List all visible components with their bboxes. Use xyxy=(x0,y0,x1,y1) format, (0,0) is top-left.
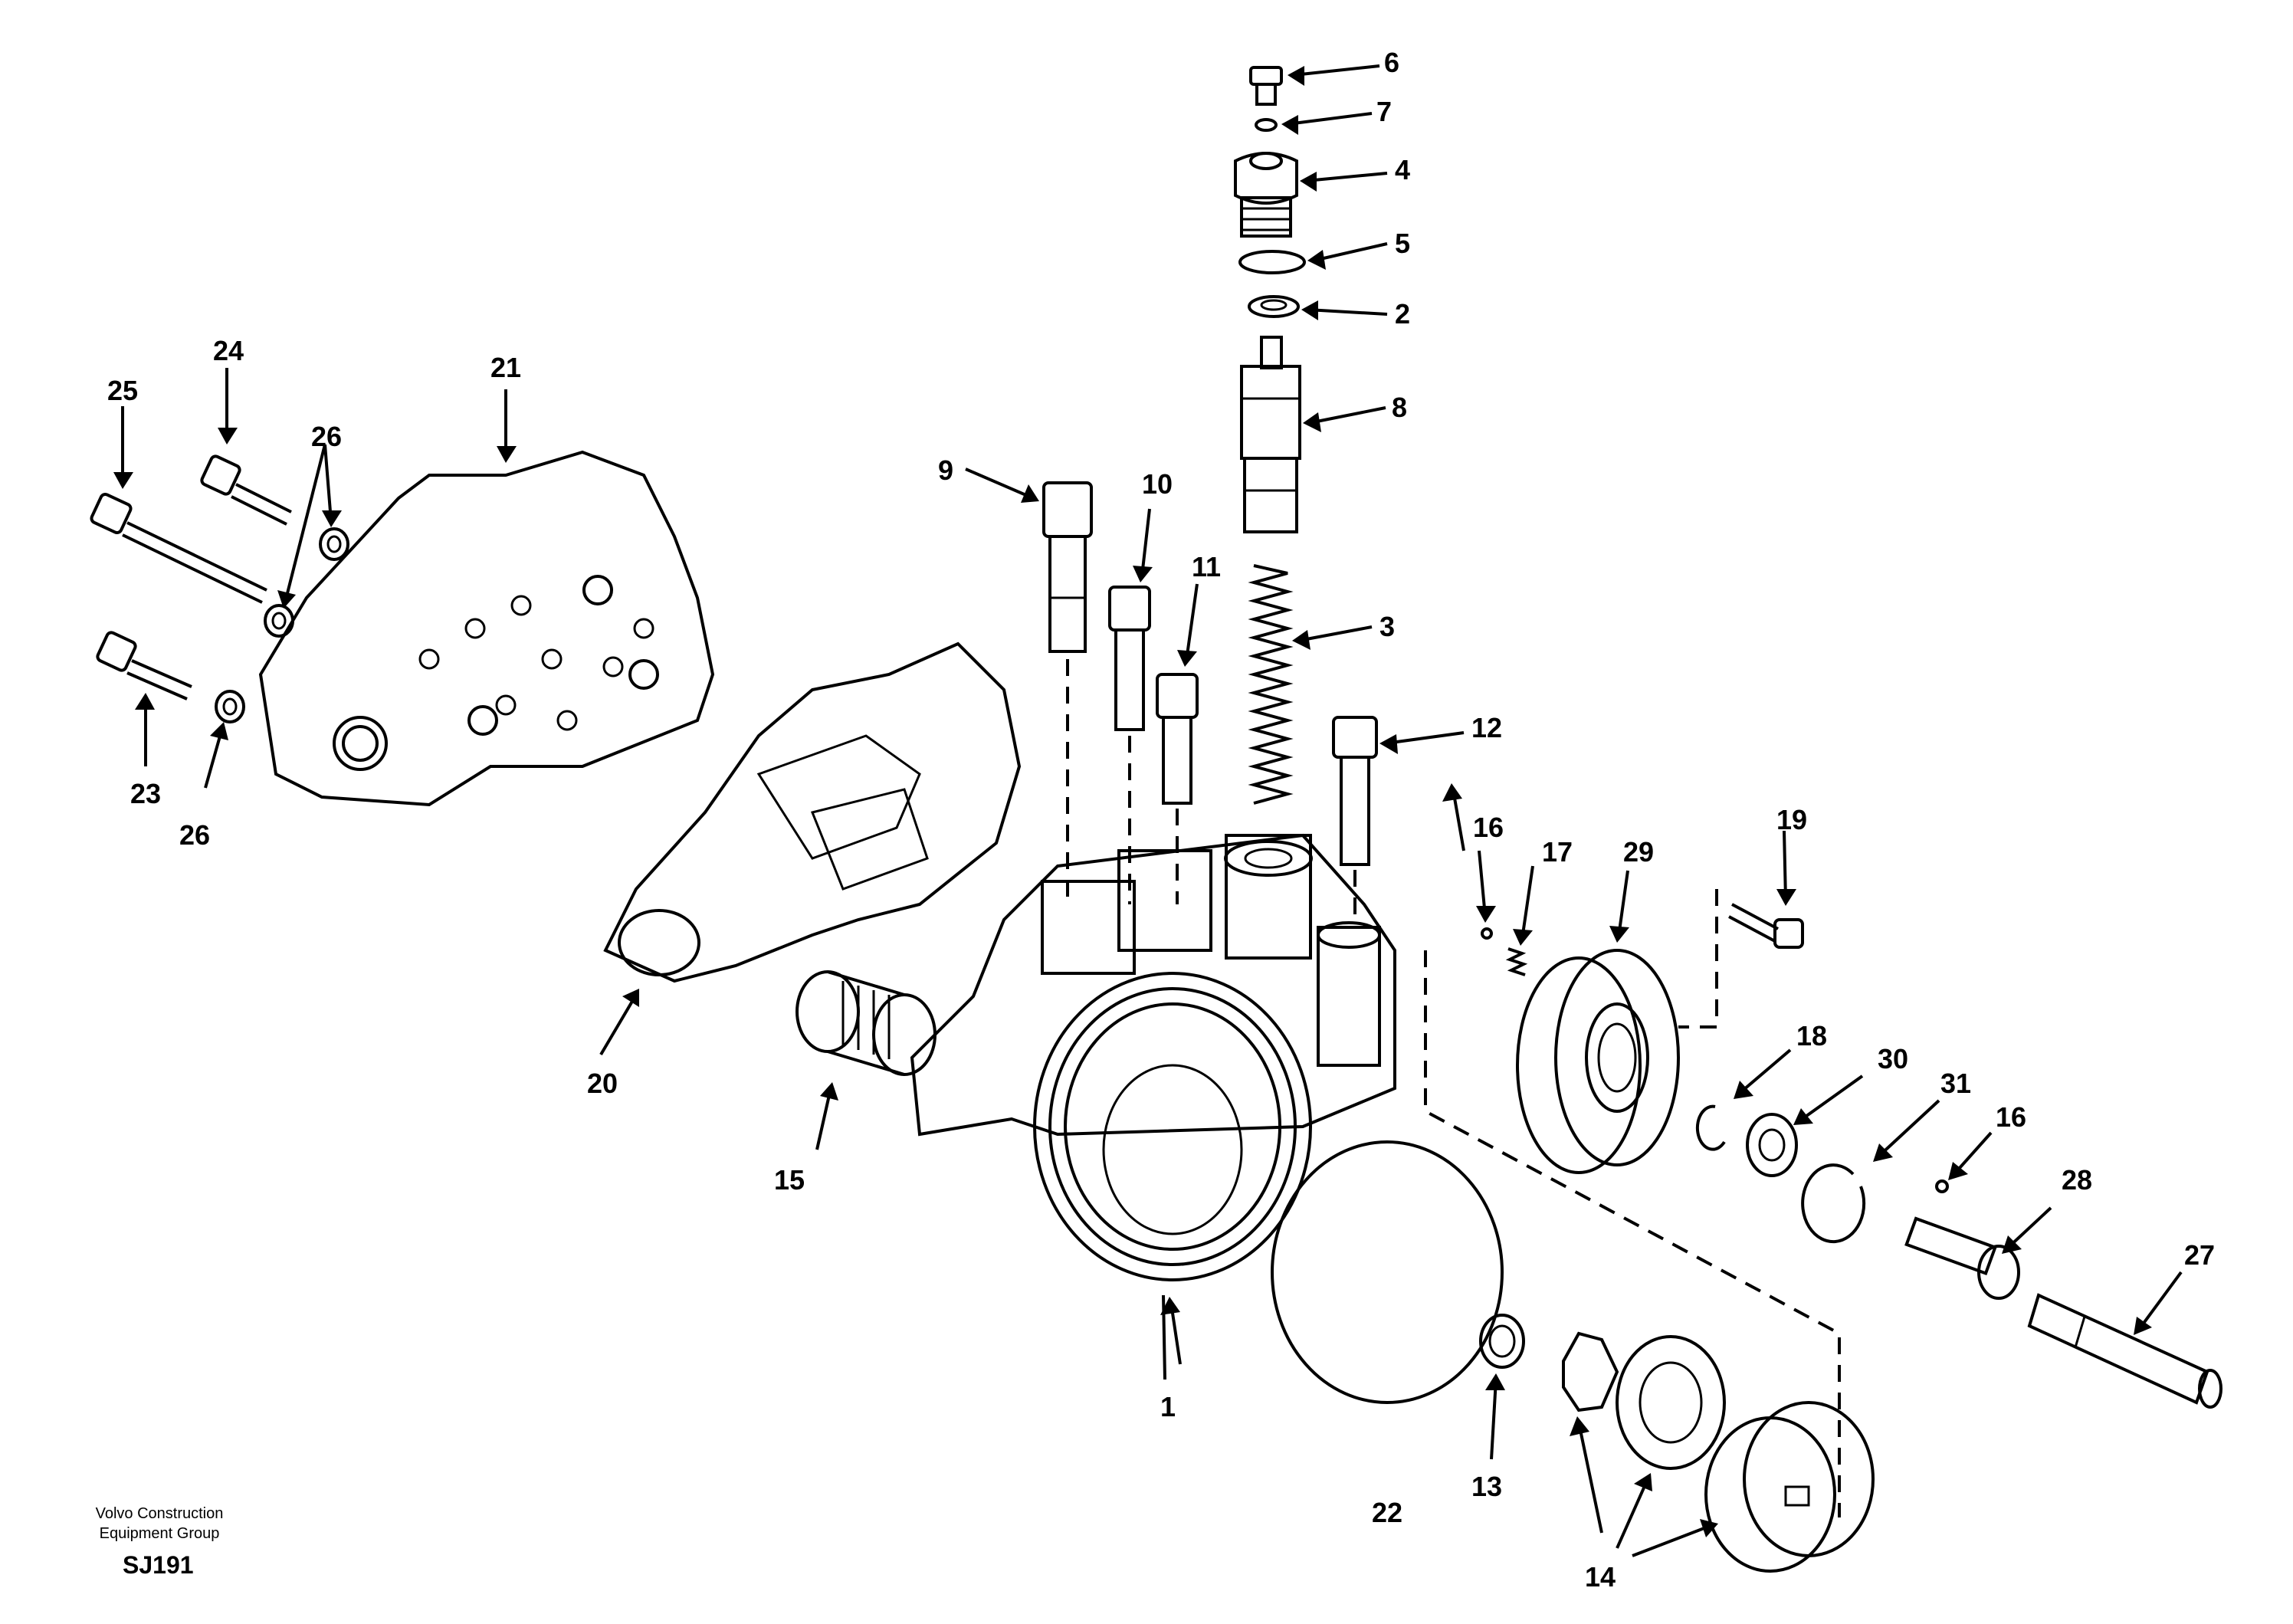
callout-2: 2 xyxy=(1394,298,1411,330)
bearing-30 xyxy=(1746,1113,1798,1177)
callout-15: 15 xyxy=(773,1164,805,1196)
callout-29: 29 xyxy=(1622,836,1655,868)
valve-10 xyxy=(1108,586,1151,731)
callout-14: 14 xyxy=(1584,1561,1616,1593)
washer-26b xyxy=(264,604,294,638)
credit-line-1: Volvo Construction xyxy=(95,1505,224,1522)
callout-4: 4 xyxy=(1394,154,1411,185)
callout-5: 5 xyxy=(1394,228,1411,259)
callout-22: 22 xyxy=(1371,1497,1403,1528)
valve-11 xyxy=(1156,673,1199,805)
inner-gear-14 xyxy=(1562,1331,1619,1412)
flange-29 xyxy=(1516,949,1680,1174)
bolt-25 xyxy=(90,492,267,604)
ball-16a xyxy=(1481,927,1493,940)
plug-6 xyxy=(1249,66,1283,106)
callout-13: 13 xyxy=(1471,1471,1503,1502)
callout-26-top: 26 xyxy=(310,421,343,452)
callout-9: 9 xyxy=(937,454,954,486)
callout-21: 21 xyxy=(490,352,522,383)
leader-arrows xyxy=(113,64,2183,1557)
callout-6: 6 xyxy=(1383,47,1400,78)
ball-16b xyxy=(1935,1179,1949,1193)
callout-16-right: 16 xyxy=(1995,1101,2027,1133)
circlip-31 xyxy=(1801,1163,1866,1244)
figure-code: SJ191 xyxy=(123,1551,194,1579)
callout-10: 10 xyxy=(1141,468,1173,500)
callout-27: 27 xyxy=(2183,1239,2216,1271)
valve-12 xyxy=(1332,716,1378,866)
callout-8: 8 xyxy=(1391,392,1408,423)
oring-22 xyxy=(1271,1140,1504,1404)
oring-5 xyxy=(1238,250,1306,274)
spring-3 xyxy=(1248,564,1294,805)
bolt-24 xyxy=(200,454,292,526)
callout-18: 18 xyxy=(1796,1020,1828,1051)
cap-nut-4 xyxy=(1234,152,1298,238)
pump-housing-1 xyxy=(910,833,1396,1281)
callout-12: 12 xyxy=(1471,712,1503,743)
callout-23: 23 xyxy=(130,778,162,809)
snap-ring-18 xyxy=(1695,1104,1726,1151)
callout-16-top: 16 xyxy=(1472,812,1504,843)
spring-17 xyxy=(1505,947,1528,976)
washer-2 xyxy=(1248,295,1300,318)
credit-line-2: Equipment Group xyxy=(99,1525,220,1542)
coupling-28 xyxy=(1904,1216,2020,1300)
oring-7 xyxy=(1255,118,1278,132)
bolt-23 xyxy=(96,631,192,700)
bearing-13 xyxy=(1479,1314,1525,1369)
callout-25: 25 xyxy=(107,375,139,406)
washer-26c xyxy=(215,690,245,723)
callout-3: 3 xyxy=(1379,611,1396,642)
callout-28: 28 xyxy=(2061,1164,2093,1196)
washer-26a xyxy=(319,527,349,561)
needle-bearing-15 xyxy=(795,970,937,1076)
callout-1: 1 xyxy=(1160,1391,1176,1422)
valve-9 xyxy=(1042,481,1093,653)
callout-24: 24 xyxy=(212,335,244,366)
callout-31: 31 xyxy=(1940,1068,1972,1099)
callout-20: 20 xyxy=(586,1068,618,1099)
gear-cover-14 xyxy=(1704,1401,1875,1573)
spool-8 xyxy=(1240,336,1301,533)
gasket-20 xyxy=(603,641,1022,983)
shaft-27 xyxy=(2027,1293,2222,1409)
callout-11: 11 xyxy=(1191,551,1222,582)
callout-30: 30 xyxy=(1877,1043,1909,1074)
cover-plate-21 xyxy=(258,450,715,807)
callout-7: 7 xyxy=(1376,96,1393,127)
callout-19: 19 xyxy=(1776,804,1808,835)
callout-26-bottom: 26 xyxy=(179,819,211,851)
callout-17: 17 xyxy=(1541,836,1573,868)
outer-rotor-14 xyxy=(1616,1335,1726,1470)
bolt-19 xyxy=(1728,903,1804,949)
